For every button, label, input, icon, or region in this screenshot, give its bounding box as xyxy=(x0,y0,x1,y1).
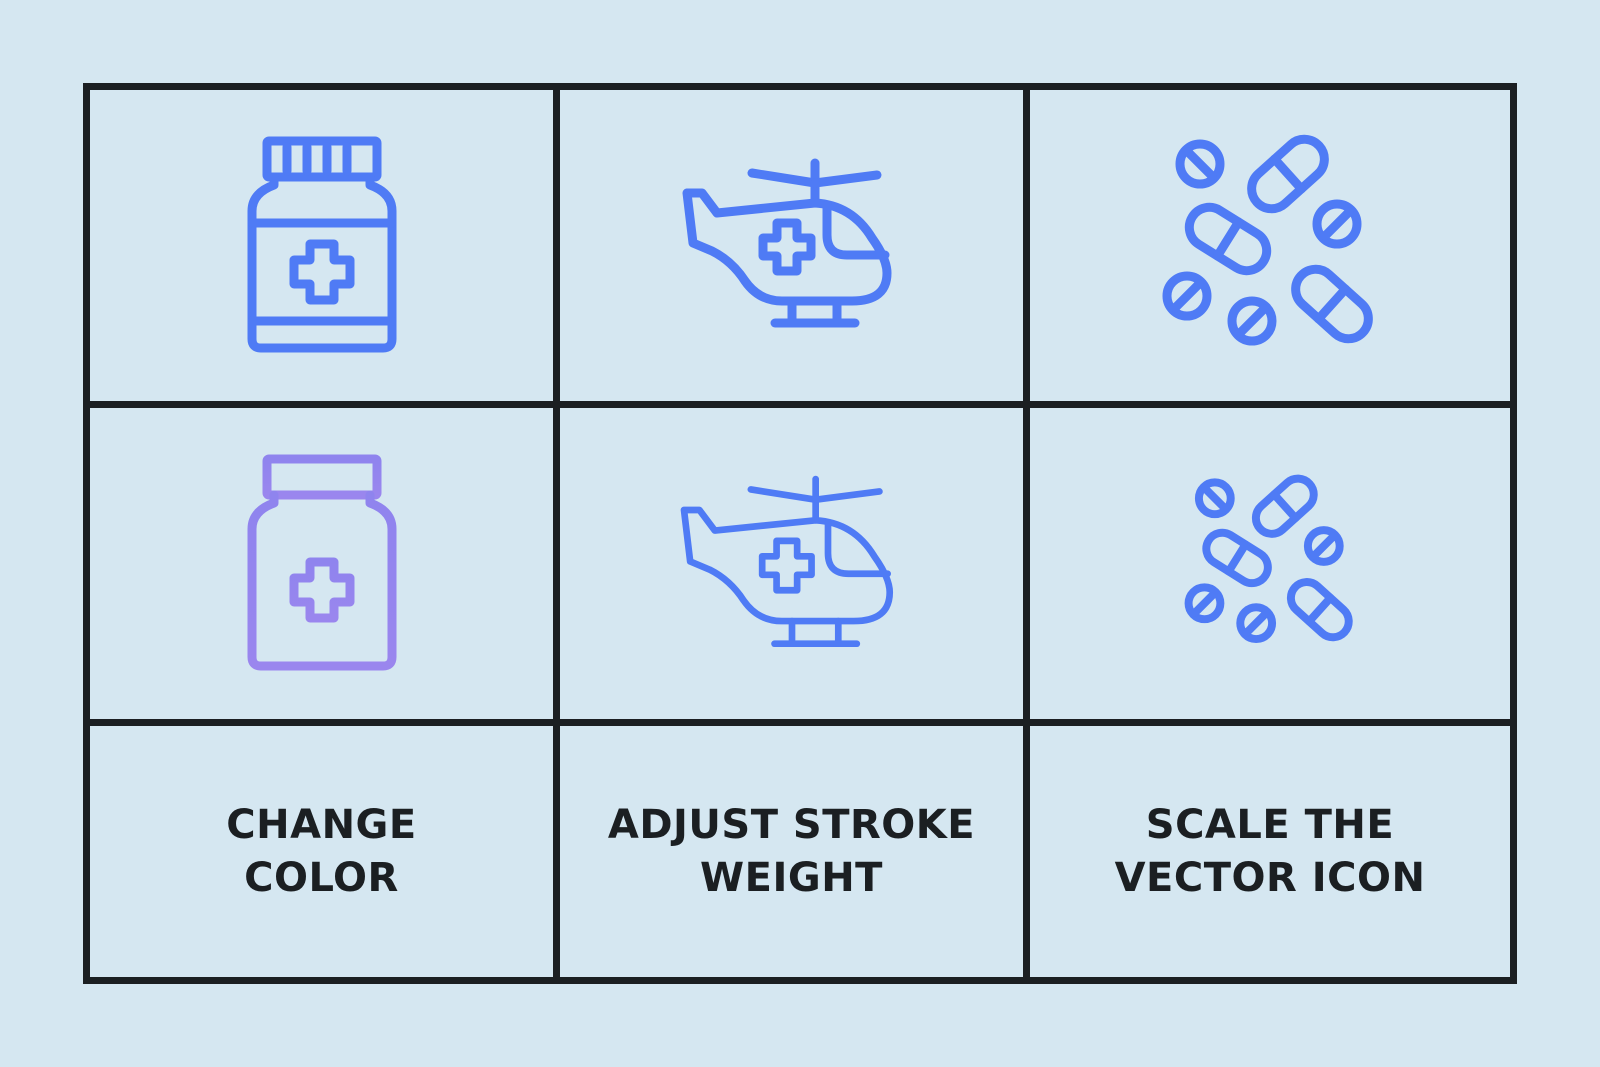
cell-pills-scaled xyxy=(1030,408,1510,726)
label-line: ADJUST STROKE xyxy=(607,801,976,848)
label-line: COLOR xyxy=(244,854,399,901)
cell-helicopter-stroke-adjusted xyxy=(560,408,1030,726)
scale-vector-icon-label: SCALE THE VECTOR ICON xyxy=(1115,799,1426,905)
air-ambulance-helicopter-icon xyxy=(680,475,893,647)
adjust-stroke-weight-label: ADJUST STROKE WEIGHT xyxy=(608,799,975,905)
cell-pills-original xyxy=(1030,90,1510,408)
label-line: WEIGHT xyxy=(700,854,883,901)
medicine-bottle-icon xyxy=(247,454,396,670)
pills-icon xyxy=(1162,134,1373,345)
cell-label-change-color: CHANGE COLOR xyxy=(90,726,560,977)
cell-bottle-original xyxy=(90,90,560,408)
medicine-bottle-icon xyxy=(247,136,396,352)
pills-icon xyxy=(1184,474,1353,644)
label-line: SCALE THE xyxy=(1145,801,1395,848)
label-line: CHANGE xyxy=(226,801,417,848)
cell-bottle-color-changed xyxy=(90,408,560,726)
cell-helicopter-original xyxy=(560,90,1030,408)
cell-label-adjust-stroke: ADJUST STROKE WEIGHT xyxy=(560,726,1030,977)
cell-label-scale-icon: SCALE THE VECTOR ICON xyxy=(1030,726,1510,977)
change-color-label: CHANGE COLOR xyxy=(226,799,416,905)
feature-grid: CHANGE COLOR ADJUST STROKE WEIGHT SCALE … xyxy=(83,83,1517,984)
air-ambulance-helicopter-icon xyxy=(682,158,891,328)
label-line: VECTOR ICON xyxy=(1114,854,1426,901)
